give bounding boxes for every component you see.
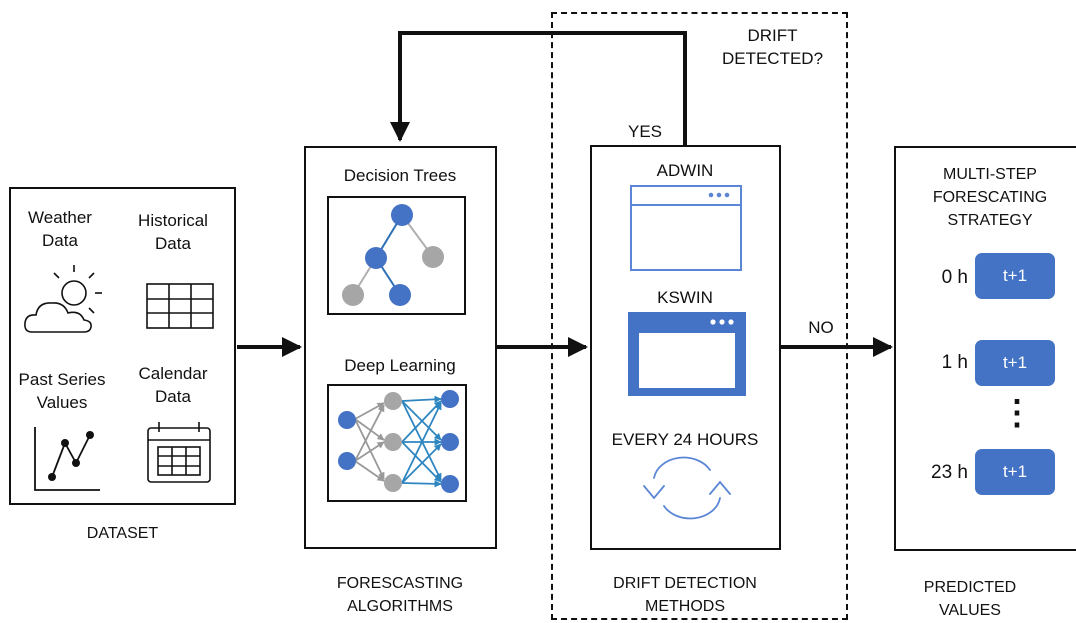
hour-label-0: 0 h <box>941 267 968 288</box>
adwin-label: ADWIN <box>656 161 714 180</box>
nn-input-node <box>338 411 356 429</box>
dataset-box <box>9 187 236 505</box>
nn-hidden-node <box>384 392 402 410</box>
tree-node-mid <box>365 247 387 269</box>
calendar-data-label: Calendar Data <box>138 364 208 406</box>
tree-node-root <box>391 204 413 226</box>
neural-network-diagram <box>338 390 459 493</box>
cloud-sun-icon <box>24 265 102 333</box>
decision-trees-label: Decision Trees <box>343 166 457 185</box>
tree-node-leaf-right <box>389 284 411 306</box>
step-pill-1: t+1 <box>975 340 1055 386</box>
deep-learning-label: Deep Learning <box>344 356 456 375</box>
tree-node-right <box>422 246 444 268</box>
tree-node-leaf-left <box>342 284 364 306</box>
calendar-icon <box>147 422 211 483</box>
nn-output-node <box>441 433 459 451</box>
adwin-window-icon <box>630 185 742 271</box>
drift-detected-label: DRIFT DETECTED? <box>721 26 824 68</box>
nn-input-node <box>338 452 356 470</box>
drift-region <box>551 12 848 620</box>
every-24-hours-label: EVERY 24 HOURS <box>611 430 759 449</box>
weather-data-label: Weather Data <box>28 208 92 250</box>
feedback-loop-arrow <box>390 31 687 145</box>
nn-hidden-node <box>384 474 402 492</box>
nn-output-node <box>441 475 459 493</box>
past-series-label: Past Series Values <box>18 370 106 412</box>
kswin-window-icon <box>628 312 746 396</box>
table-grid-icon <box>146 283 214 329</box>
nn-output-node <box>441 390 459 408</box>
predicted-caption: PREDICTED VALUES <box>923 579 1017 619</box>
step-pill-23: t+1 <box>975 449 1055 495</box>
hour-label-23: 23 h <box>931 462 968 483</box>
ellipsis-dots: ⋮ <box>1000 394 1034 432</box>
step-pill-0: t+1 <box>975 253 1055 299</box>
line-chart-icon <box>34 427 100 491</box>
no-label: NO <box>808 318 834 337</box>
yes-label: YES <box>627 122 663 141</box>
multistep-strategy-title: MULTI-STEP FORESCATING STRATEGY <box>932 166 1048 229</box>
hour-label-1: 1 h <box>941 352 968 373</box>
kswin-label: KSWIN <box>657 288 713 307</box>
algorithms-caption: FORESCASTING ALGORITHMS <box>336 575 464 615</box>
dataset-caption: DATASET <box>86 525 159 542</box>
nn-hidden-node <box>384 433 402 451</box>
decision-tree-diagram <box>342 204 444 306</box>
historical-data-label: Historical Data <box>138 211 208 253</box>
drift-caption: DRIFT DETECTION METHODS <box>613 575 757 615</box>
refresh-cycle-icon <box>643 456 731 520</box>
